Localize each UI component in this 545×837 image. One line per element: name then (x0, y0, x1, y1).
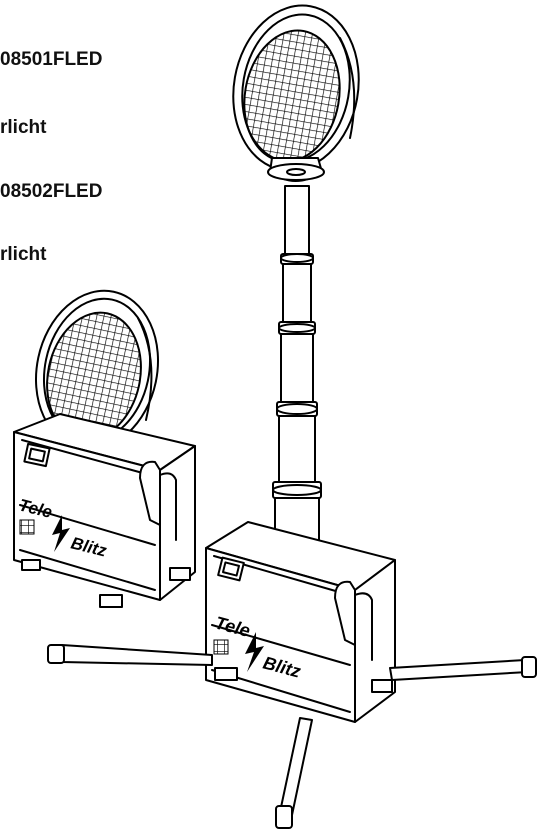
small-lamp-bolt-icon (52, 515, 70, 552)
small-lamp: Tele Blitz (13, 289, 196, 608)
product-code-2: 08502FLED (0, 181, 103, 202)
tall-lamp-housing: Tele Blitz (205, 521, 396, 723)
tall-lamp-bolt-icon (245, 632, 264, 672)
product-name-1: rlicht (0, 117, 47, 138)
tall-lamp: Tele Blitz (47, 4, 537, 829)
tall-lamp-head (232, 4, 360, 182)
product-name-2: rlicht (0, 244, 47, 265)
product-code-1: 08501FLED (0, 49, 103, 70)
tall-lamp-tripod (47, 644, 537, 829)
tall-lamp-pole (272, 185, 322, 586)
small-lamp-housing: Tele Blitz (13, 413, 196, 608)
